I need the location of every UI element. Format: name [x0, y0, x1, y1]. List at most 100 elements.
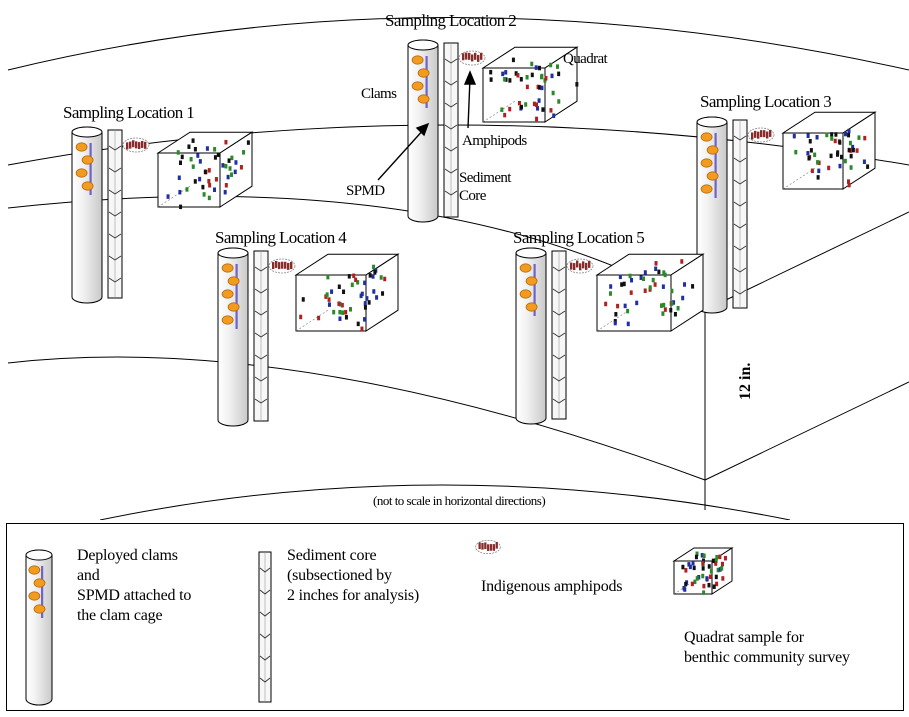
organism-mark — [332, 309, 336, 315]
organism-mark — [342, 289, 346, 295]
quadrat-side — [544, 46, 578, 123]
amphipod-mark — [278, 262, 281, 270]
organism-mark — [503, 112, 507, 118]
core-section-mark — [259, 611, 271, 617]
organism-mark — [626, 321, 630, 327]
clam-cage-top — [25, 549, 53, 561]
organism-mark — [654, 266, 658, 272]
core-section-mark — [444, 102, 458, 108]
scale-note: (not to scale in horizontal directions) — [373, 493, 546, 508]
organism-mark — [203, 169, 207, 175]
amphipod-mark — [576, 260, 579, 268]
legend-core-line-2: (subsectioned by — [287, 567, 392, 584]
organism-mark — [330, 289, 334, 294]
organism-mark — [642, 276, 646, 282]
organism-mark — [504, 70, 508, 75]
organism-mark — [849, 148, 853, 153]
legend-quadrat-line-2: benthic community survey — [684, 649, 850, 666]
amphipod-mark — [462, 53, 465, 61]
organism-mark — [662, 270, 666, 275]
clam-cage — [25, 549, 53, 706]
organism-mark — [626, 308, 630, 314]
amphipods-icon — [475, 539, 501, 555]
organism-mark — [556, 64, 560, 69]
organism-mark — [354, 277, 358, 283]
clam-icon — [33, 578, 46, 588]
amphipod-mark — [582, 261, 585, 269]
sediment-core — [258, 551, 272, 703]
sampling-station — [515, 247, 705, 425]
organism-mark — [557, 71, 561, 77]
organism-mark — [825, 132, 829, 138]
organism-mark — [552, 113, 556, 118]
clam-icon — [75, 142, 88, 152]
core-section-mark — [254, 354, 268, 360]
organism-mark — [807, 156, 811, 161]
organism-mark — [536, 106, 540, 111]
organism-mark — [372, 289, 376, 294]
organism-mark — [508, 78, 512, 83]
organism-mark — [344, 309, 348, 315]
organism-mark — [702, 590, 706, 595]
sediment-core — [107, 129, 123, 299]
organism-mark — [381, 291, 385, 296]
organism-mark — [178, 189, 182, 195]
clam-icon — [221, 315, 234, 325]
amphipod-mark — [484, 542, 487, 550]
organism-mark — [176, 150, 180, 155]
organism-mark — [847, 147, 851, 153]
spmd-arrowhead — [415, 122, 430, 137]
clam-cage-top — [407, 39, 439, 51]
core-section-mark — [108, 277, 122, 283]
organism-mark — [544, 75, 548, 81]
organism-mark — [540, 85, 544, 91]
core-section-mark — [733, 245, 747, 251]
amphipods-icon — [458, 50, 486, 66]
organism-mark — [213, 147, 217, 152]
amphipod-mark — [489, 544, 493, 551]
core-section-mark — [259, 589, 271, 595]
organism-mark — [337, 284, 341, 289]
clam-cage-top — [217, 247, 249, 259]
organism-mark — [808, 138, 812, 144]
organism-mark — [720, 561, 724, 567]
organism-mark — [224, 183, 228, 188]
organism-mark — [643, 288, 647, 293]
clam-icon — [81, 155, 94, 165]
clam-icon — [33, 604, 46, 614]
core-section-mark — [108, 233, 122, 239]
organism-mark — [198, 159, 202, 164]
organism-mark — [373, 270, 377, 275]
organism-mark — [843, 131, 847, 137]
quadrat-box — [481, 46, 579, 123]
legend-core-line-1: Sediment core — [287, 547, 377, 564]
organism-mark — [816, 160, 820, 165]
core-section-mark — [259, 655, 271, 661]
organism-mark — [695, 576, 699, 581]
organism-mark — [356, 280, 360, 285]
organism-mark — [549, 108, 553, 113]
organism-mark — [341, 310, 345, 315]
sampling-station — [407, 39, 579, 223]
amphipod-arrow — [467, 77, 471, 129]
organism-mark — [855, 148, 859, 153]
organism-mark — [680, 259, 684, 264]
amphipod-mark — [138, 142, 141, 150]
core-section-mark — [444, 124, 458, 130]
organism-mark — [213, 155, 217, 160]
organism-mark — [347, 274, 351, 279]
organism-mark — [530, 61, 534, 67]
organism-mark — [694, 554, 698, 560]
clam-icon — [81, 181, 94, 191]
amphipod-mark — [478, 542, 481, 550]
organism-mark — [833, 138, 837, 144]
core-section-mark — [259, 677, 271, 683]
clam-icon — [417, 68, 430, 78]
core-section-mark — [254, 376, 268, 382]
organism-mark — [712, 584, 716, 589]
organism-mark — [227, 158, 231, 163]
organism-mark — [862, 159, 866, 164]
amphipod-mark — [573, 263, 576, 271]
legend-clams-line-4: the clam cage — [77, 607, 163, 624]
amphipod-mark — [766, 131, 769, 139]
